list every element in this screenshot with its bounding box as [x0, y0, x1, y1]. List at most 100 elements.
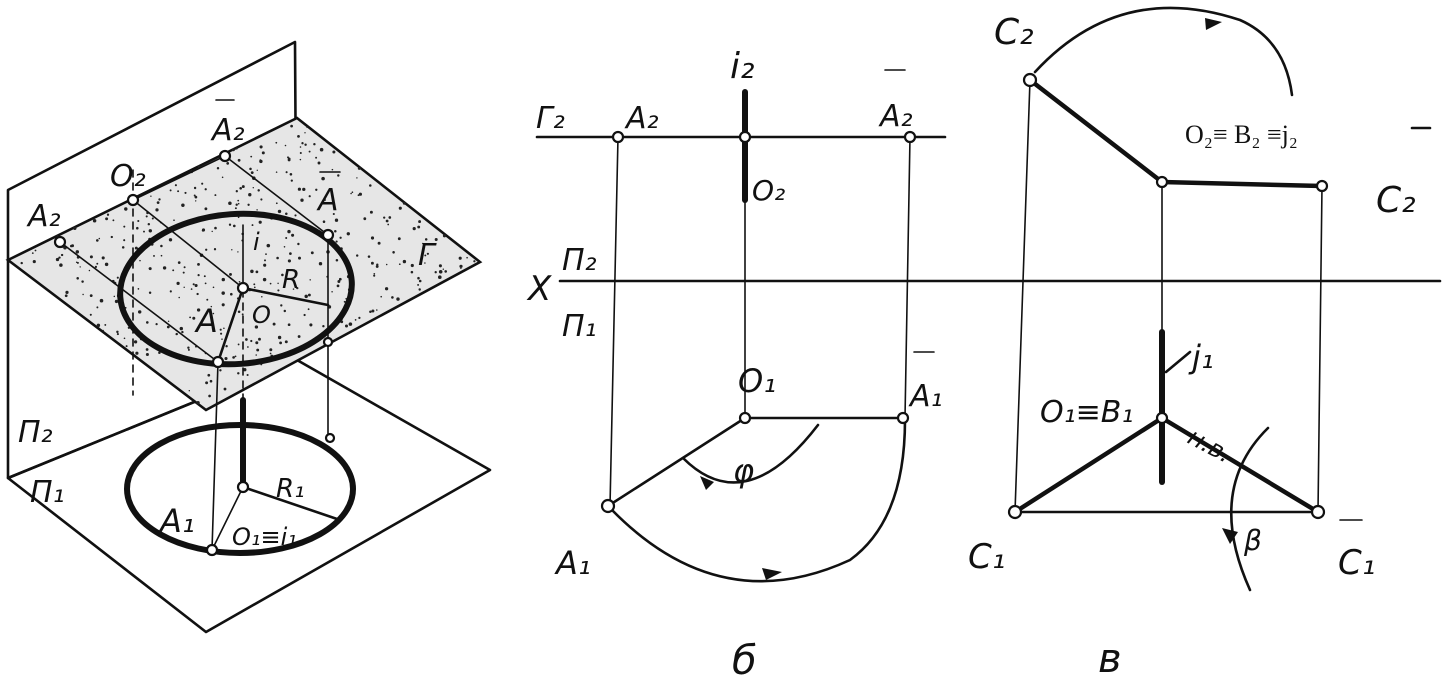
label-b-pi1: Π₁	[562, 309, 597, 344]
speckle-dot	[96, 262, 99, 265]
speckle-dot	[88, 269, 91, 272]
speckle-dot	[285, 236, 288, 240]
speckle-dot	[257, 189, 260, 192]
radius-r	[241, 286, 330, 307]
speckle-dot	[262, 277, 267, 282]
speckle-dot	[308, 195, 311, 198]
label-c-hb: н.в.	[1183, 423, 1236, 469]
speckle-dot	[304, 143, 307, 146]
speckle-dot	[263, 263, 267, 267]
speckle-dot	[264, 376, 267, 379]
speckle-dot	[376, 309, 378, 311]
speckle-dot	[297, 135, 300, 138]
point-b-a2	[611, 130, 625, 144]
speckle-dot	[71, 245, 73, 248]
label-a: A	[194, 302, 218, 340]
speckle-dot	[315, 156, 318, 159]
speckle-dot	[197, 274, 200, 277]
figure-a: A₂ O₂ A₂ A i R A O Γ Π₂ Π₁ A₁ R₁ O₁≡i₁	[5, 40, 492, 634]
speckle-dot	[229, 272, 232, 276]
speckle-dot	[369, 310, 372, 313]
speckle-dot	[245, 338, 248, 341]
speckle-dot	[237, 251, 239, 253]
speckle-dot	[212, 286, 215, 289]
line-a2bar-to-abar	[224, 155, 329, 236]
arrow-rotation	[762, 568, 782, 580]
speckle-dot	[250, 269, 254, 274]
label-c-c1bar: C₁	[1338, 543, 1375, 583]
speckle-dot	[304, 294, 308, 299]
point-b-a1bar	[896, 411, 910, 425]
speckle-dot	[332, 150, 336, 154]
speckle-dot	[145, 348, 149, 351]
figure-b: i₂ Γ₂ A₂ A₂ O₂ X Π₂ Π₁ O₁ A₁ φ A₁ б	[526, 46, 1442, 682]
speckle-dot	[249, 167, 252, 171]
speckle-dot	[148, 291, 152, 295]
speckle-dot	[346, 232, 350, 236]
speckle-dot	[137, 219, 140, 223]
speckle-dot	[113, 295, 116, 298]
speckle-dot	[371, 309, 375, 313]
label-b-a2bar: A₂	[878, 99, 913, 134]
speckle-dot	[81, 280, 84, 283]
line-b1-to-c1bar	[1159, 415, 1321, 515]
speckle-dot	[344, 324, 349, 328]
point-o1	[236, 480, 250, 494]
label-r: R	[282, 265, 300, 295]
speckle-dot	[336, 284, 340, 288]
speckle-dot	[396, 297, 400, 301]
point-a	[211, 355, 225, 369]
speckle-dot	[385, 263, 388, 266]
speckle-dot	[283, 246, 286, 248]
speckle-dot	[105, 217, 109, 221]
speckle-dot	[324, 199, 326, 201]
speckle-dot	[201, 229, 204, 232]
point-c-c1bar	[1310, 504, 1326, 520]
speckle-dot	[205, 381, 209, 385]
speckle-dot	[331, 168, 334, 171]
speckle-dot	[248, 193, 252, 197]
speckle-dot	[321, 176, 325, 181]
speckle-dot	[188, 390, 190, 392]
point-abar-low	[322, 336, 334, 348]
speckle-dot	[195, 200, 197, 202]
speckle-dot	[387, 223, 390, 226]
speckle-dot	[335, 258, 339, 262]
speckle-dot	[75, 250, 80, 254]
label-a2-left: A₂	[26, 199, 61, 234]
speckle-dot	[169, 290, 172, 293]
line-c2bar-link	[1317, 185, 1323, 513]
speckle-dot	[280, 304, 283, 307]
speckle-dot	[196, 292, 199, 296]
speckle-dot	[55, 257, 60, 262]
speckle-dot	[116, 276, 119, 279]
speckle-dot	[226, 162, 230, 165]
speckle-dot	[136, 226, 139, 230]
speckle-dot	[183, 286, 185, 289]
speckle-dot	[173, 219, 175, 221]
speckle-dot	[237, 343, 240, 346]
speckle-dot	[223, 387, 227, 391]
speckle-dot	[210, 305, 213, 308]
speckle-dot	[241, 185, 245, 189]
speckle-dot	[299, 151, 302, 155]
speckle-dot	[31, 252, 34, 254]
speckle-dot	[146, 321, 149, 324]
speckle-dot	[237, 199, 240, 202]
plane-pi1	[6, 358, 492, 634]
speckle-dot	[370, 236, 375, 240]
speckle-dot	[315, 188, 318, 191]
speckle-dot	[351, 191, 354, 194]
speckle-dot	[438, 270, 443, 274]
speckle-dot	[388, 216, 392, 219]
speckle-dot	[260, 198, 263, 201]
arrow-c2-rotation	[1205, 18, 1222, 30]
speckle-dot	[357, 194, 360, 197]
speckle-dot	[410, 263, 414, 268]
speckle-dot	[175, 332, 178, 336]
speckle-dot	[58, 256, 61, 259]
speckle-dot	[95, 239, 99, 242]
speckle-dot	[203, 275, 206, 278]
speckle-dot	[283, 309, 287, 313]
speckle-dot	[255, 354, 257, 356]
